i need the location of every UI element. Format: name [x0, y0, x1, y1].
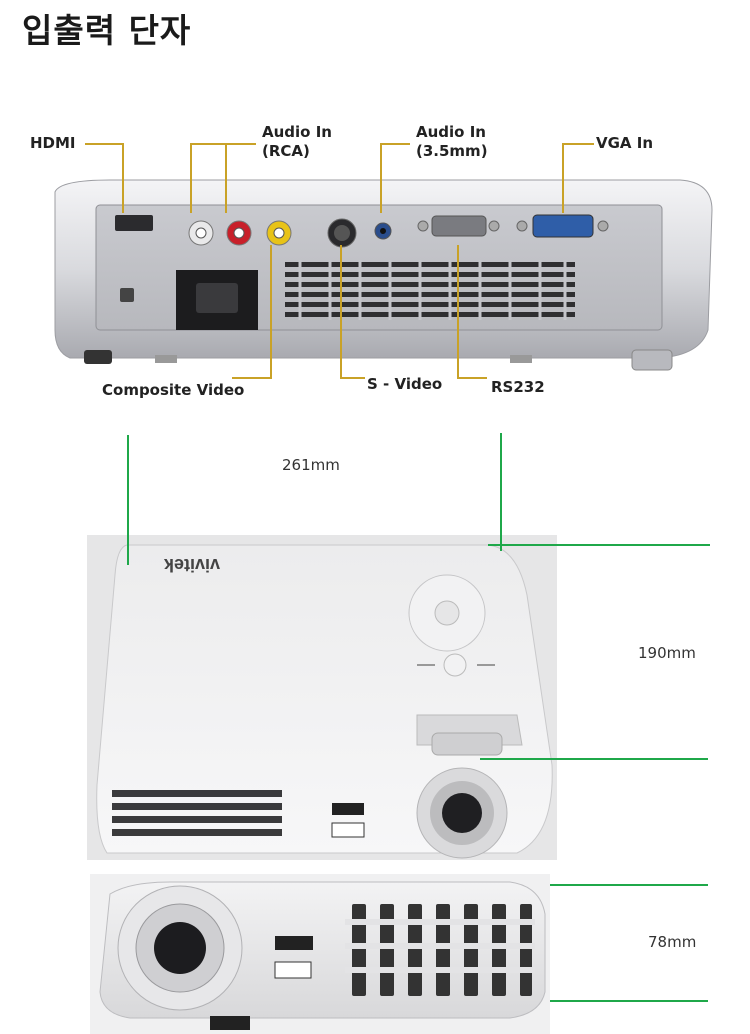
audio-rca-label-line2: (RCA) [262, 142, 310, 160]
vga-label: VGA In [596, 134, 654, 152]
audio-35mm-label-line2: (3.5mm) [416, 142, 488, 160]
width-guide-right [500, 433, 502, 551]
projector-rear-illustration [54, 179, 713, 371]
width-dimension: 261mm [282, 456, 340, 474]
projector-front-view-illustration [90, 874, 550, 1034]
hdmi-label: HDMI [30, 134, 76, 152]
depth-guide-top [488, 544, 710, 546]
height-guide-top [474, 884, 708, 886]
audio-35mm-label: Audio In (3.5mm) [416, 123, 488, 161]
depth-dimension: 190mm [638, 644, 696, 662]
rs232-label: RS232 [491, 378, 545, 396]
audio-rca-label-line1: Audio In [262, 123, 332, 141]
height-guide-bottom [476, 1000, 708, 1002]
audio-rca-label: Audio In (RCA) [262, 123, 332, 161]
s-video-label: S - Video [367, 375, 443, 393]
depth-guide-bottom [480, 758, 708, 760]
projector-top-view-illustration: vivitek [87, 535, 557, 860]
hdmi-port [115, 215, 153, 231]
brand-logo: vivitek [163, 555, 220, 575]
audio-35mm-label-line1: Audio In [416, 123, 486, 141]
dlp-badge [331, 822, 365, 838]
height-dimension: 78mm [648, 933, 697, 951]
page-title: 입출력 단자 [22, 11, 192, 50]
hdmi-badge [332, 803, 364, 815]
composite-video-label: Composite Video [102, 381, 245, 399]
width-guide-left [127, 435, 129, 565]
